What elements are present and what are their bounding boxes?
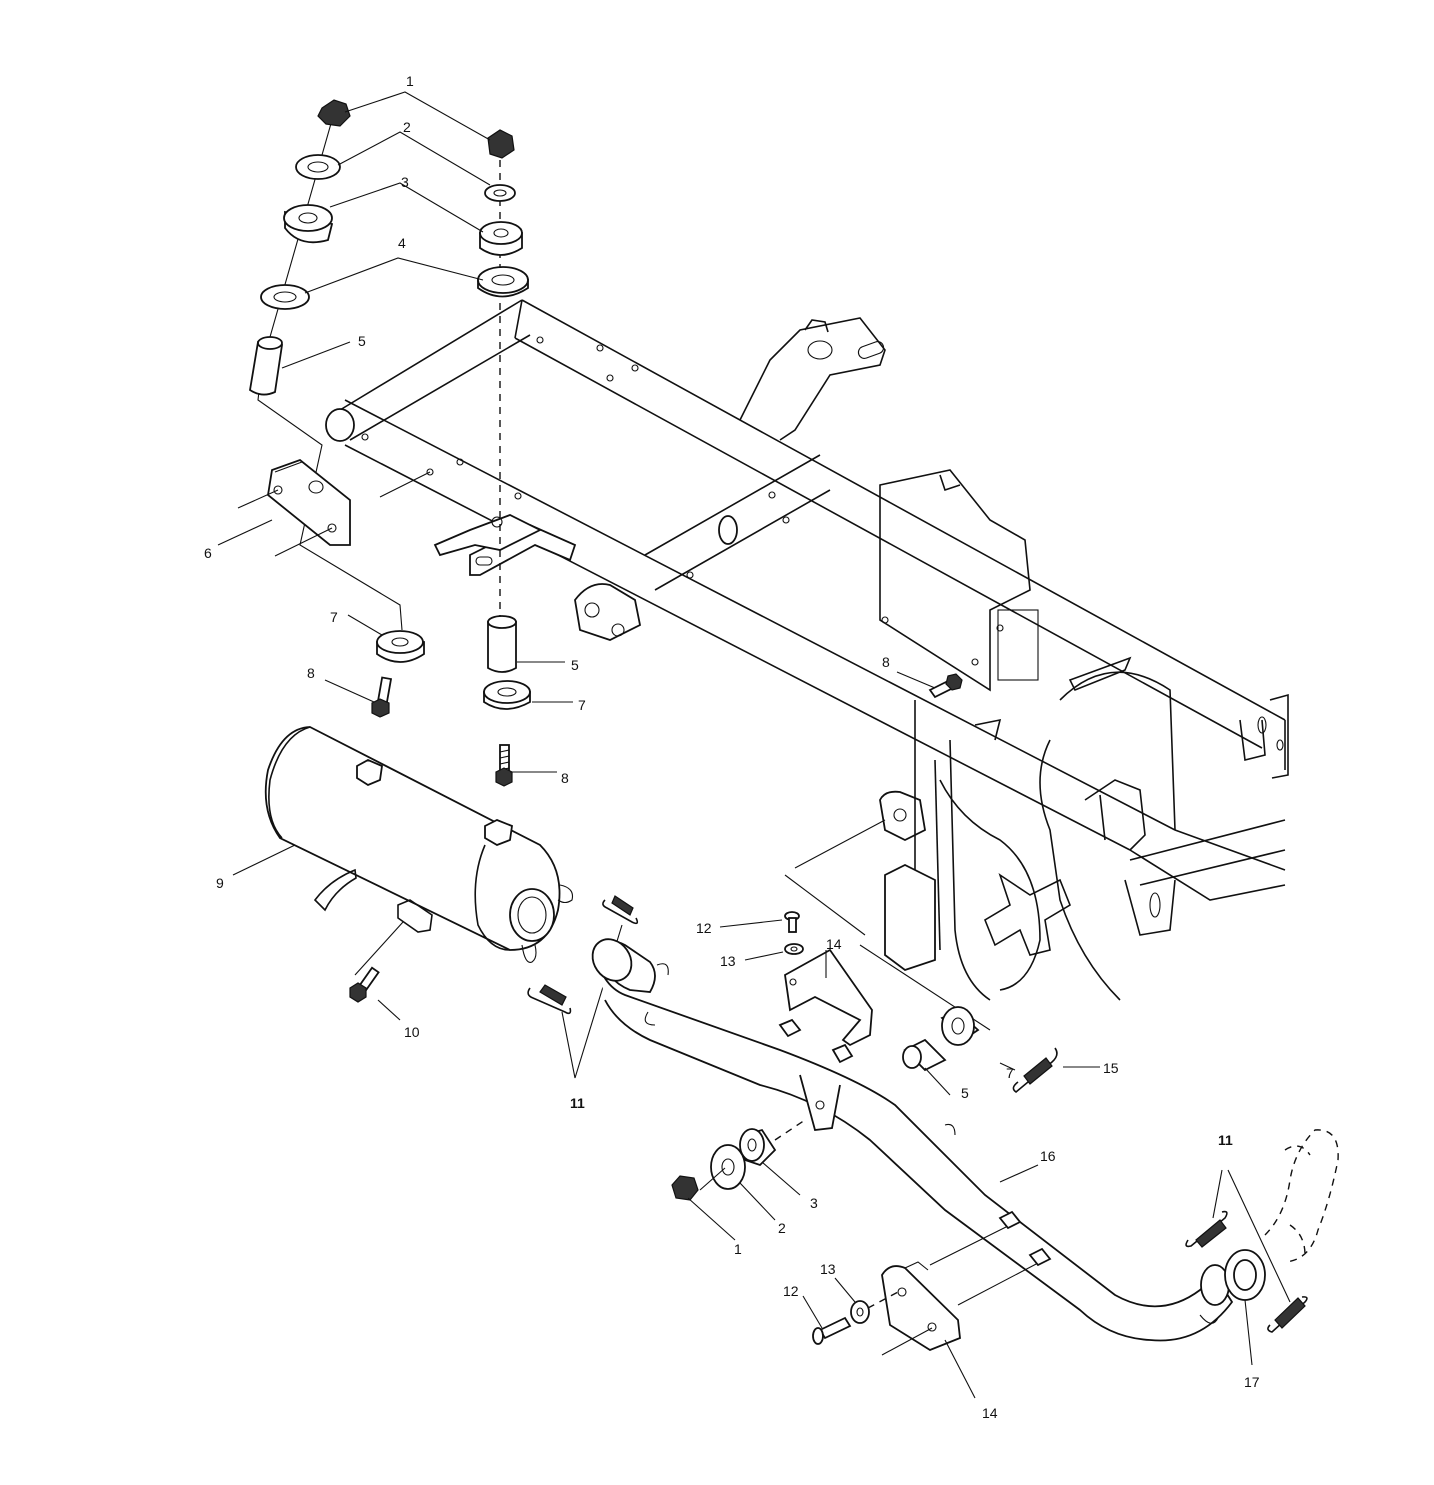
label-1: 1 bbox=[734, 1241, 742, 1257]
washer-13-upper bbox=[784, 943, 804, 955]
label-1: 1 bbox=[406, 73, 414, 89]
label-8: 8 bbox=[882, 654, 890, 670]
mount-stack-center bbox=[371, 129, 963, 787]
label-4: 4 bbox=[398, 235, 406, 251]
plate-6 bbox=[237, 458, 431, 557]
label-2: 2 bbox=[403, 119, 411, 135]
frame bbox=[325, 299, 1289, 1001]
head-pipe-16 bbox=[591, 938, 1234, 1342]
bolt-8-right bbox=[928, 673, 963, 699]
label-5: 5 bbox=[961, 1085, 969, 1101]
nut-1-center bbox=[487, 129, 515, 159]
spring-11-lower bbox=[527, 984, 572, 1015]
label-2: 2 bbox=[778, 1220, 786, 1236]
label-14: 14 bbox=[982, 1405, 998, 1421]
bolt-8-center bbox=[495, 744, 513, 787]
mount-right bbox=[902, 1006, 980, 1072]
washer-2-lower bbox=[710, 1144, 746, 1190]
muffler-9 bbox=[264, 726, 574, 1003]
leader-lines bbox=[217, 91, 1253, 1399]
washer-2-left bbox=[295, 154, 341, 180]
label-9: 9 bbox=[216, 875, 224, 891]
label-13: 13 bbox=[820, 1261, 836, 1277]
label-3: 3 bbox=[810, 1195, 818, 1211]
bracket-14-lower bbox=[812, 1210, 1052, 1356]
gasket-17 bbox=[1224, 1129, 1339, 1301]
label-10: 10 bbox=[404, 1024, 420, 1040]
label-7: 7 bbox=[1006, 1065, 1014, 1081]
bolt-10 bbox=[349, 966, 380, 1003]
callout-labels: 1 2 3 4 5 6 7 8 5 7 8 8 9 10 11 12 13 14… bbox=[204, 73, 1260, 1421]
frame-tube-end bbox=[325, 408, 355, 442]
grommet-7-left bbox=[376, 630, 425, 663]
label-11: 11 bbox=[1218, 1132, 1233, 1148]
label-7: 7 bbox=[330, 609, 338, 625]
label-16: 16 bbox=[1040, 1148, 1056, 1164]
label-12: 12 bbox=[696, 920, 712, 936]
screw-12-lower bbox=[812, 1316, 852, 1345]
label-8: 8 bbox=[561, 770, 569, 786]
label-8: 8 bbox=[307, 665, 315, 681]
label-14: 14 bbox=[826, 936, 842, 952]
label-5: 5 bbox=[571, 657, 579, 673]
bolt-8-left bbox=[371, 676, 393, 718]
label-6: 6 bbox=[204, 545, 212, 561]
label-15: 15 bbox=[1103, 1060, 1119, 1076]
label-5: 5 bbox=[358, 333, 366, 349]
label-13: 13 bbox=[720, 953, 736, 969]
washer-4-left bbox=[260, 284, 310, 310]
label-17: 17 bbox=[1244, 1374, 1260, 1390]
label-12: 12 bbox=[783, 1283, 799, 1299]
label-7: 7 bbox=[578, 697, 586, 713]
bushing-5-center bbox=[487, 621, 517, 673]
screw-12-upper bbox=[784, 911, 800, 933]
label-3: 3 bbox=[401, 174, 409, 190]
spring-15 bbox=[1012, 1047, 1058, 1093]
label-11: 11 bbox=[570, 1095, 585, 1111]
bracket-14-upper bbox=[778, 819, 991, 1064]
spring-11-right-lower bbox=[1267, 1296, 1308, 1333]
mount-stack-lower bbox=[671, 1119, 806, 1201]
spring-11-upper bbox=[602, 895, 639, 925]
spring-11-right-upper bbox=[1185, 1210, 1228, 1248]
mount-stack-left bbox=[249, 99, 403, 631]
washer-13-lower bbox=[850, 1300, 870, 1324]
nut-1-lower bbox=[671, 1175, 699, 1201]
bushing-5-left bbox=[249, 340, 284, 396]
springs bbox=[527, 895, 1308, 1333]
washer-2-center bbox=[484, 184, 516, 202]
nut-1-left bbox=[317, 99, 351, 127]
